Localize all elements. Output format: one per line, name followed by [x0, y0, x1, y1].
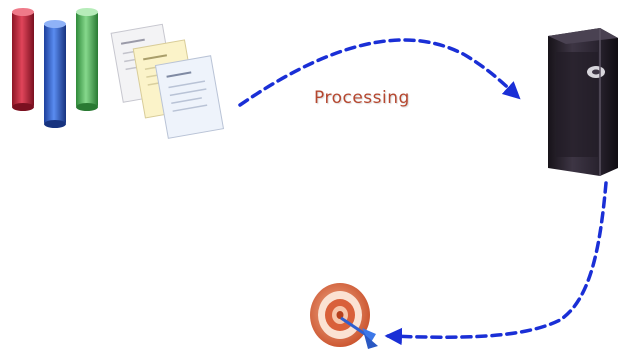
documents-stack-icon — [110, 23, 225, 139]
blue-cylinder-icon — [44, 20, 66, 128]
flow-arrow-to-target — [384, 181, 608, 346]
data-cylinders-and-documents-icon — [12, 8, 225, 139]
processing-label: Processing — [314, 88, 410, 108]
bullseye-target-icon — [310, 283, 378, 349]
server-emblem-icon — [587, 66, 605, 78]
server-tower-icon — [548, 28, 618, 176]
green-cylinder-icon — [76, 8, 98, 111]
dart-icon — [340, 316, 378, 349]
red-cylinder-icon — [12, 8, 34, 111]
flow-arrow-to-server — [238, 38, 521, 107]
